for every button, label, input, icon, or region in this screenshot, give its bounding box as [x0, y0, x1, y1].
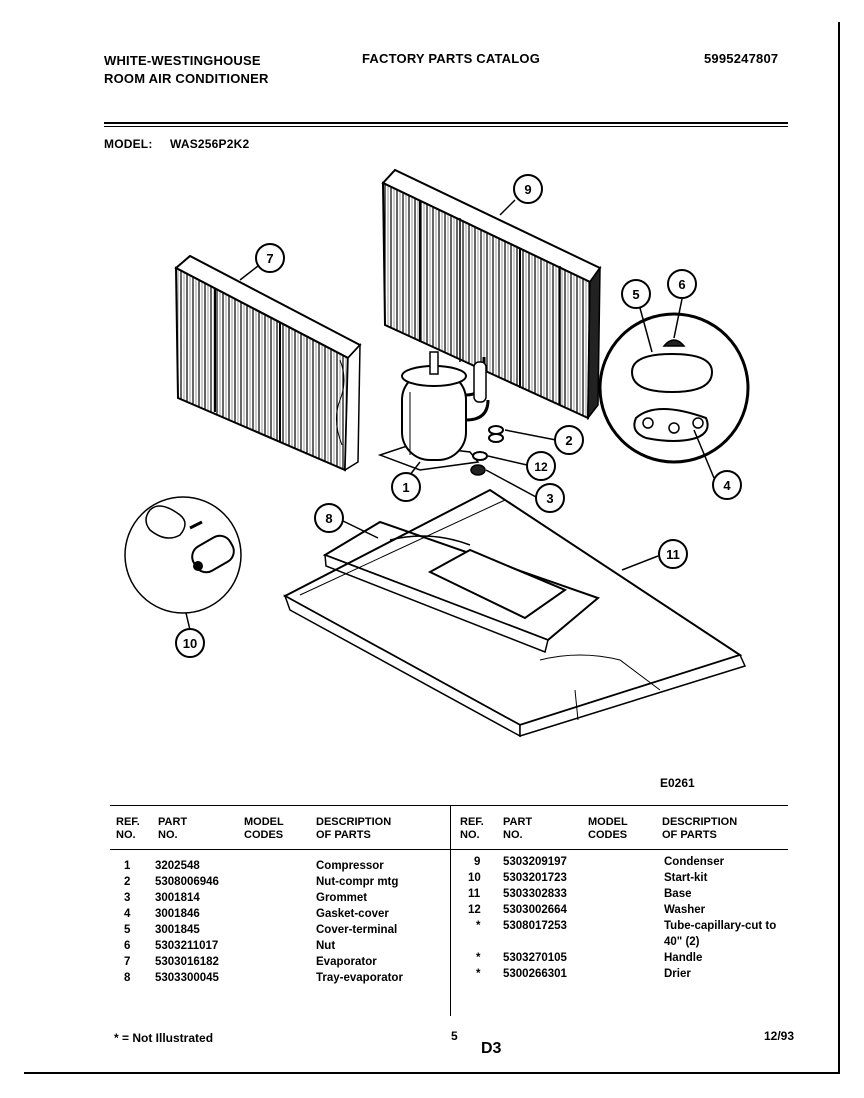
catalog-title: FACTORY PARTS CATALOG — [362, 51, 541, 66]
compressor-drawing — [377, 351, 490, 471]
evaporator-drawing — [174, 254, 362, 472]
callout-7: 7 — [266, 251, 273, 266]
model-label: MODEL: — [104, 137, 153, 151]
not-illustrated-note: * = Not Illustrated — [114, 1031, 214, 1045]
page-number: 5 — [451, 1029, 458, 1043]
callout-1: 1 — [402, 480, 409, 495]
section-code: D3 — [481, 1040, 502, 1057]
header-rule-thin — [104, 126, 788, 127]
model-value: WAS256P2K2 — [170, 137, 250, 151]
right-ref-header: REF.NO. — [460, 816, 484, 841]
exploded-parts-diagram: 1 2 3 4 5 6 7 8 9 10 11 12 — [124, 168, 750, 738]
header-rule — [104, 122, 788, 124]
callout-3: 3 — [546, 491, 553, 506]
evaporator-tray-drawing — [322, 520, 600, 654]
terminal-cover-detail — [598, 312, 750, 464]
callout-10: 10 — [183, 636, 197, 651]
callout-12: 12 — [534, 460, 548, 474]
callout-4: 4 — [723, 478, 731, 493]
callout-6: 6 — [678, 277, 685, 292]
table-divider — [450, 806, 451, 1016]
callout-markers: 1 2 3 4 5 6 7 8 9 10 11 12 — [175, 174, 742, 658]
left-ref-header: REF.NO. — [116, 816, 140, 841]
table-header-rule — [110, 849, 788, 850]
condenser-drawing — [381, 168, 602, 421]
callout-8: 8 — [325, 511, 332, 526]
callout-11: 11 — [666, 547, 680, 562]
product-name: ROOM AIR CONDITIONER — [104, 71, 269, 86]
page-frame — [24, 22, 840, 1074]
table-top-rule — [110, 805, 788, 806]
catalog-number: 5995247807 — [704, 51, 779, 66]
callout-9: 9 — [524, 182, 531, 197]
base-pan-drawing — [282, 488, 747, 738]
washer-grommet-drawing — [470, 425, 504, 476]
start-kit-detail — [124, 496, 242, 614]
callout-5: 5 — [632, 287, 639, 302]
revision-date: 12/93 — [764, 1029, 795, 1043]
callout-2: 2 — [565, 433, 572, 448]
brand-name: WHITE-WESTINGHOUSE — [104, 53, 261, 68]
figure-code: E0261 — [660, 776, 695, 790]
